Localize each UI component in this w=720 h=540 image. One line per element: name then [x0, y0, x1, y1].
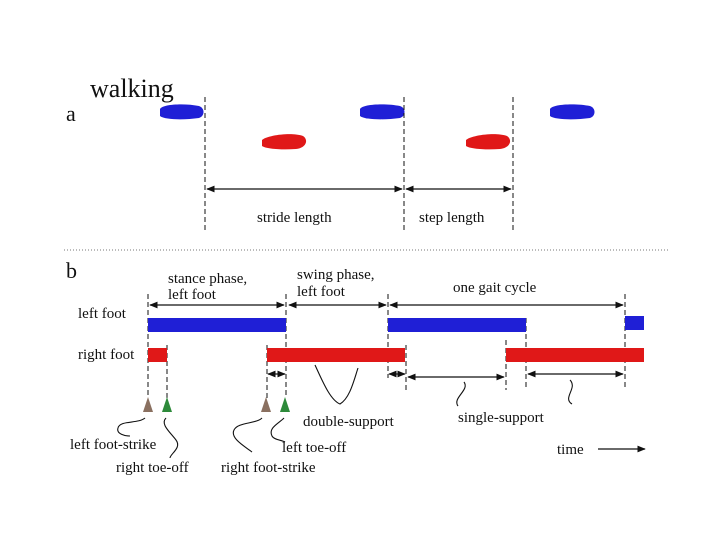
left-toe-off-label: left toe-off	[282, 440, 346, 456]
panel-a-guides	[204, 97, 514, 233]
leader-lines	[117, 364, 573, 459]
left-foot-strike-label: left foot-strike	[70, 437, 157, 453]
left-footprint-3	[550, 104, 595, 120]
single-support-label: single-support	[458, 410, 545, 426]
swing-phase-label-2: left foot	[297, 284, 346, 300]
right-stance-bar-3	[506, 348, 644, 362]
left-stance-bar-2	[388, 318, 526, 332]
right-foot-strike-marker	[261, 397, 271, 412]
right-foot-row-label: right foot	[78, 347, 135, 363]
right-foot-bars	[148, 348, 644, 362]
left-foot-row-label: left foot	[78, 306, 127, 322]
left-foot-bars	[148, 316, 644, 332]
stance-phase-label-2: left foot	[168, 287, 217, 303]
panel-b-letter: b	[66, 258, 77, 283]
panel-a-letter: a	[66, 101, 76, 126]
right-footprint-2	[466, 134, 511, 150]
time-label: time	[557, 442, 584, 458]
right-toe-off-marker	[162, 397, 172, 412]
right-foot-strike-label: right foot-strike	[221, 460, 316, 476]
left-footprint-2	[360, 104, 405, 120]
stride-length-label: stride length	[257, 210, 332, 226]
swing-phase-label-1: swing phase,	[297, 267, 375, 283]
right-stance-bar-1	[148, 348, 167, 362]
left-toe-off-marker	[280, 397, 290, 412]
left-stance-bar-1	[148, 318, 286, 332]
left-foot-strike-marker	[143, 397, 153, 412]
step-length-label: step length	[419, 210, 485, 226]
right-footprint-1	[262, 134, 307, 150]
panel-b-guides	[147, 294, 626, 398]
left-footprint-1	[160, 104, 204, 120]
left-stance-bar-3	[625, 316, 644, 330]
panel-a-title: walking	[90, 74, 174, 103]
double-support-label: double-support	[303, 414, 395, 430]
footprints	[160, 104, 595, 150]
gait-cycle-label: one gait cycle	[453, 280, 537, 296]
right-toe-off-label: right toe-off	[116, 460, 189, 476]
stance-phase-label-1: stance phase,	[168, 271, 247, 287]
right-stance-bar-2	[267, 348, 405, 362]
